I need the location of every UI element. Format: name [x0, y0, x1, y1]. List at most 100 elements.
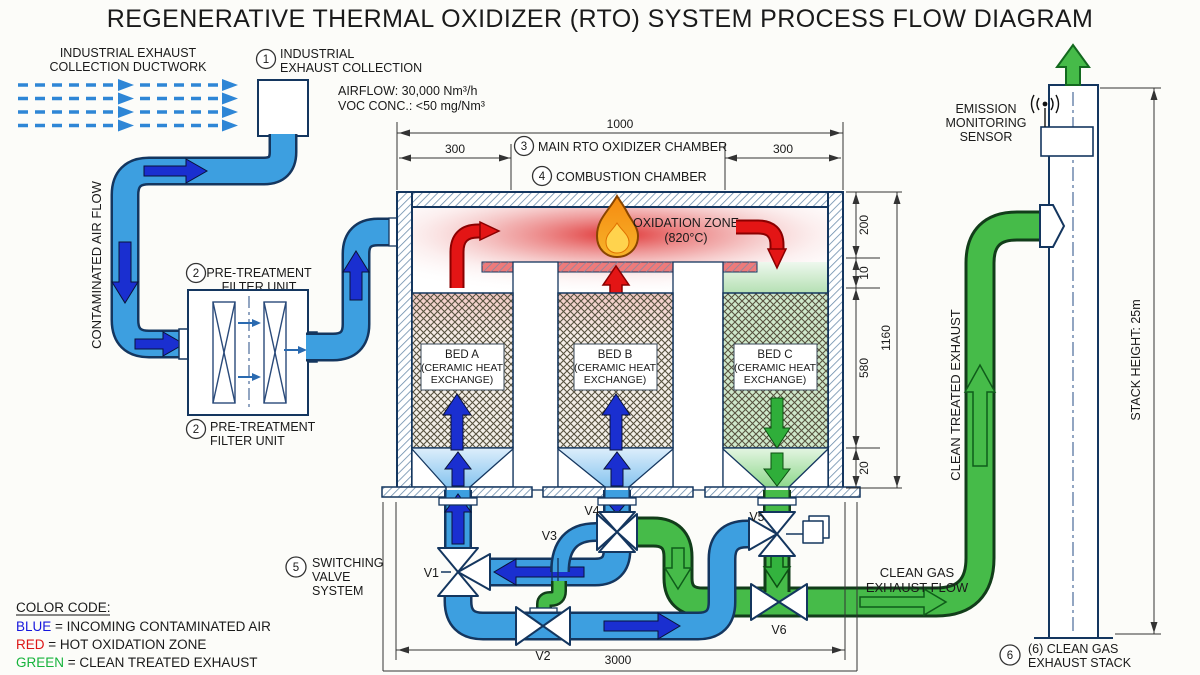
feed-pipe	[110, 134, 298, 359]
ductwork-label: INDUSTRIAL EXHAUST	[60, 46, 197, 60]
oxidation-zone-temp: (820°C)	[664, 231, 707, 245]
valve-v4	[596, 511, 638, 553]
valve-v1-label: V1	[424, 566, 439, 580]
valve-v6	[750, 583, 808, 621]
stack-outlet-arrow-icon	[1055, 43, 1091, 86]
legend-desc-red: = HOT OXIDATION ZONE	[45, 637, 207, 652]
callout-1-number: 1	[263, 54, 269, 66]
stack-inlet-arrow-icon	[1039, 204, 1066, 248]
flow-arrow-icon	[342, 250, 370, 301]
bed-b-name: BED B	[598, 349, 633, 361]
callout-2-number: 2	[193, 424, 199, 436]
bed-b-sub: (CERAMIC HEAT	[574, 362, 657, 374]
flow-arrow-icon	[443, 451, 473, 487]
filter-to-chamber-pipe	[306, 217, 398, 362]
ductwork-label: COLLECTION DUCTWORK	[50, 60, 208, 74]
dim-3000: 3000	[605, 653, 632, 667]
flow-arrow-icon	[963, 363, 997, 467]
clean-gas-flow-label: EXHAUST FLOW	[866, 580, 969, 595]
callout-2-circle	[185, 262, 207, 284]
valve-system-label: VALVE	[312, 570, 350, 584]
legend-desc-blue: = INCOMING CONTAMINATED AIR	[51, 619, 271, 634]
filter-unit: 2 PRE-TREATMENT FILTER UNIT 2 PRE-TREATM…	[178, 262, 318, 448]
flow-arrow-icon	[762, 452, 792, 487]
legend-heading: COLOR CODE:	[16, 600, 111, 615]
chamber-label: MAIN RTO OXIDIZER CHAMBER	[538, 140, 727, 154]
legend-item-green: GREEN = CLEAN TREATED EXHAUST	[16, 655, 257, 670]
flow-arrow-icon	[602, 451, 632, 487]
bed-c-sub: EXCHANGE)	[744, 374, 806, 386]
filter-label-bottom: PRE-TREATMENT	[210, 420, 316, 434]
dim-1000: 1000	[607, 117, 634, 131]
callout-4-circle	[531, 165, 553, 187]
chamber-inlet-flange	[388, 217, 398, 247]
contaminated-air-flow-label: CONTAMINATED AIR FLOW	[89, 180, 104, 349]
bed-a-sub: EXCHANGE)	[431, 374, 493, 386]
dim-300-left: 300	[445, 142, 465, 156]
sensor-label: EMISSION	[955, 102, 1016, 116]
clean-treated-exhaust-label: CLEAN TREATED EXHAUST	[948, 309, 963, 481]
bed-b: BED B (CERAMIC HEAT EXCHANGE)	[557, 292, 674, 488]
callout-6-circle	[999, 644, 1021, 666]
bed-b-sub: EXCHANGE)	[584, 374, 646, 386]
stack-label: (6) CLEAN GAS	[1028, 642, 1118, 656]
callout-1-circle	[255, 48, 277, 70]
filter-element-icon	[212, 301, 287, 404]
dim-200: 200	[857, 215, 871, 235]
flow-arrow-icon	[134, 331, 186, 357]
flow-arrow-icon	[143, 158, 209, 184]
dim-10: 10	[857, 266, 871, 280]
valve-v5-label: V5	[749, 510, 764, 524]
bed-c-sub: (CERAMIC HEAT	[734, 362, 817, 374]
airflow-spec: AIRFLOW: 30,000 Nm³/h	[338, 84, 477, 98]
flow-arrow-icon	[493, 558, 585, 586]
dim-300-right: 300	[773, 142, 793, 156]
chamber-column	[672, 261, 724, 491]
legend-term-green: GREEN	[16, 655, 64, 670]
bed-a-sub: (CERAMIC HEAT	[421, 362, 504, 374]
valve-system-label: SWITCHING	[312, 556, 384, 570]
base-plates	[381, 486, 861, 498]
flow-arrow-icon	[763, 397, 791, 449]
stack-height-dimension	[1100, 87, 1161, 635]
dim-580: 580	[857, 358, 871, 378]
dim-20: 20	[857, 461, 871, 475]
filter-inlet-flange	[178, 328, 189, 360]
valve-v2	[515, 606, 571, 646]
stack-height-label: STACK HEIGHT: 25m	[1129, 299, 1143, 420]
legend-term-red: RED	[16, 637, 45, 652]
collection-label: INDUSTRIAL	[280, 47, 354, 61]
valve-v3-label: V3	[542, 529, 557, 543]
filter-flow-arrow-icon	[238, 319, 307, 381]
top-dimensions	[396, 122, 844, 190]
valve-v1	[437, 547, 491, 597]
legend-desc-green: = CLEAN TREATED EXHAUST	[64, 655, 257, 670]
valve-v2-label: V2	[535, 649, 550, 663]
flow-arrow-icon	[603, 612, 681, 640]
dim-1160: 1160	[879, 325, 893, 351]
valve-v6-label: V6	[771, 623, 786, 637]
flow-arrow-icon	[601, 393, 631, 451]
callout-4-number: 4	[539, 171, 546, 183]
filter-label-top: PRE-TREATMENT	[206, 266, 312, 280]
valve-v4-label: V4	[584, 504, 599, 518]
page-title: REGENERATIVE THERMAL OXIDIZER (RTO) SYST…	[107, 5, 1093, 33]
clean-gas-flow-label: CLEAN GAS	[880, 565, 955, 580]
sensor-label: MONITORING	[945, 116, 1026, 130]
legend-term-blue: BLUE	[16, 619, 51, 634]
bed-c-label-box	[733, 343, 818, 391]
stack-label: EXHAUST STACK	[1028, 656, 1132, 670]
neck-flange	[597, 497, 637, 506]
collection-box	[257, 79, 309, 137]
ceramic-beds: BED A (CERAMIC HEAT EXCHANGE) BED B (CER…	[381, 292, 861, 498]
callout-3-circle	[513, 135, 535, 157]
valve-v5	[748, 511, 830, 557]
flow-arrow-icon	[859, 587, 948, 617]
bed-c-name: BED C	[757, 349, 792, 361]
intake-flow-arrows-icon	[16, 79, 240, 134]
valve-system-label: SYSTEM	[312, 584, 363, 598]
callout-2-circle	[185, 418, 207, 440]
callout-5-circle	[285, 556, 307, 578]
flow-arrow-icon	[442, 393, 472, 451]
